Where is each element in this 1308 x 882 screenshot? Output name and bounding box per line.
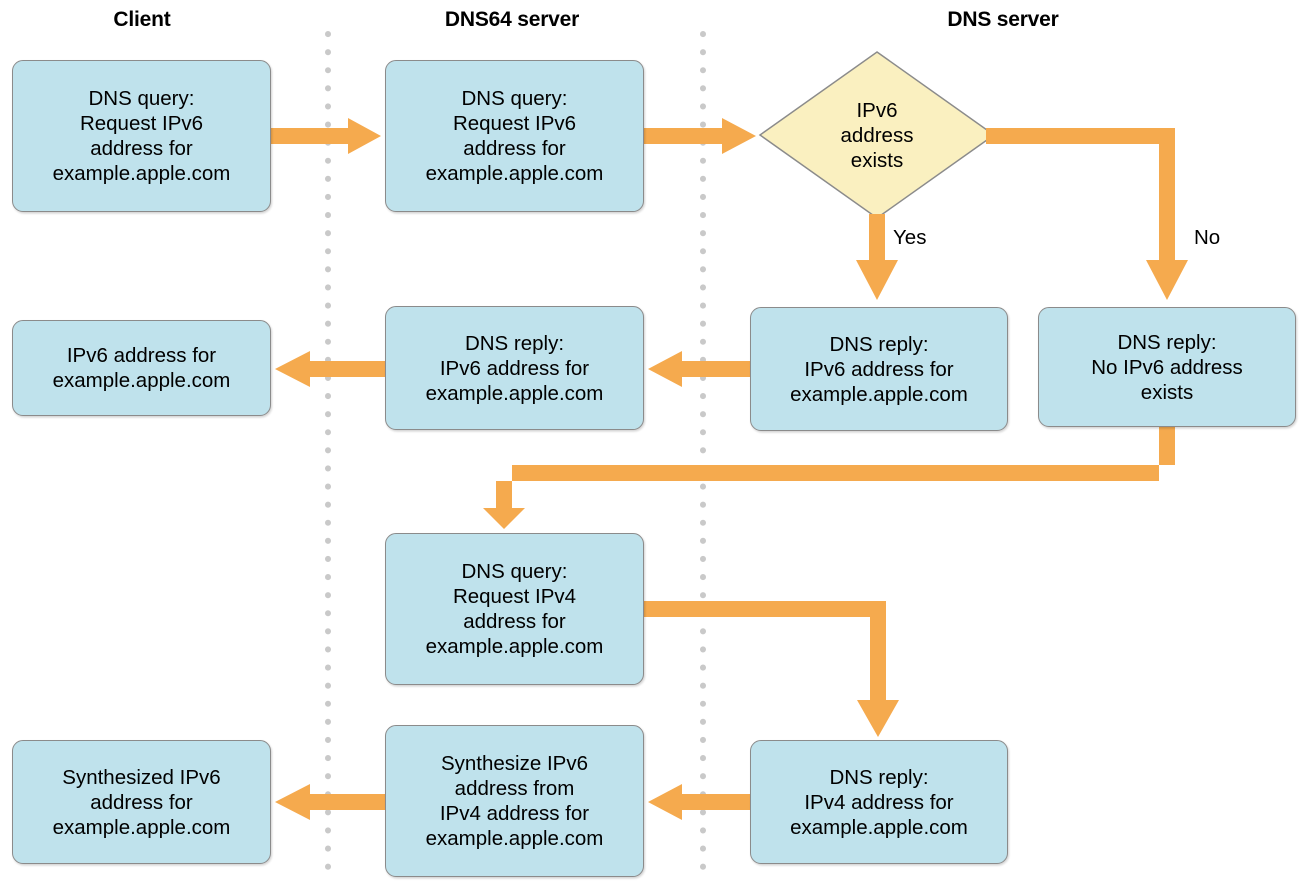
node-dns-no-ipv6-reply-label: DNS reply: No IPv6 address exists (1091, 330, 1243, 404)
arrow-ipv4-query-to-dns-ipv4-reply (644, 601, 899, 737)
arrow-no-reply-to-ipv4-query (483, 427, 1175, 529)
node-dns64-ipv6-reply: DNS reply: IPv6 address for example.appl… (385, 306, 644, 430)
column-header-client: Client (113, 8, 171, 31)
arrow-group (271, 118, 1188, 820)
node-dns64-synthesize-label: Synthesize IPv6 address from IPv4 addres… (425, 752, 604, 850)
node-client-ipv6-reply-label: IPv6 address for example.apple.com (52, 344, 231, 392)
arrow-dns-ipv4-reply-to-synthesize (648, 784, 750, 820)
node-dns64-synthesize: Synthesize IPv6 address from IPv4 addres… (385, 725, 644, 877)
arrow-decision-yes (856, 214, 898, 300)
node-dns-ipv4-reply-label: DNS reply: IPv4 address for example.appl… (790, 765, 968, 839)
arrow-dns-reply-to-dns64-reply (648, 351, 750, 387)
node-client-ipv6-reply: IPv6 address for example.apple.com (12, 320, 271, 416)
arrow-client-query-to-dns64-query (271, 118, 381, 154)
node-client-query-label: DNS query: Request IPv6 address for exam… (52, 87, 231, 185)
node-ipv6-exists-decision-label: IPv6 address exists (840, 98, 914, 172)
arrow-decision-no (986, 128, 1188, 300)
edge-label-yes: Yes (893, 226, 927, 249)
node-dns-ipv6-reply: DNS reply: IPv6 address for example.appl… (750, 307, 1008, 431)
node-dns64-ipv4-query: DNS query: Request IPv4 address for exam… (385, 533, 644, 685)
column-header-dns-server: DNS server (947, 8, 1059, 31)
node-dns64-query-label: DNS query: Request IPv6 address for exam… (425, 87, 604, 185)
arrow-dns64-reply-to-client (275, 351, 385, 387)
node-dns-no-ipv6-reply: DNS reply: No IPv6 address exists (1038, 307, 1296, 427)
column-header-dns64-server: DNS64 server (444, 8, 580, 31)
arrow-synthesize-to-client (275, 784, 385, 820)
node-dns64-ipv6-reply-label: DNS reply: IPv6 address for example.appl… (425, 331, 604, 405)
node-client-query: DNS query: Request IPv6 address for exam… (12, 60, 271, 212)
node-client-synth-ipv6-label: Synthesized IPv6 address for example.app… (52, 765, 231, 839)
node-dns-ipv4-reply: DNS reply: IPv4 address for example.appl… (750, 740, 1008, 864)
node-dns64-ipv4-query-label: DNS query: Request IPv4 address for exam… (425, 560, 604, 658)
node-client-synth-ipv6: Synthesized IPv6 address for example.app… (12, 740, 271, 864)
node-dns-ipv6-reply-label: DNS reply: IPv6 address for example.appl… (790, 332, 968, 406)
edge-label-no: No (1194, 226, 1221, 249)
arrow-dns64-query-to-decision (644, 118, 756, 154)
node-ipv6-exists-decision: IPv6 address exists (760, 52, 994, 218)
node-dns64-query: DNS query: Request IPv6 address for exam… (385, 60, 644, 212)
